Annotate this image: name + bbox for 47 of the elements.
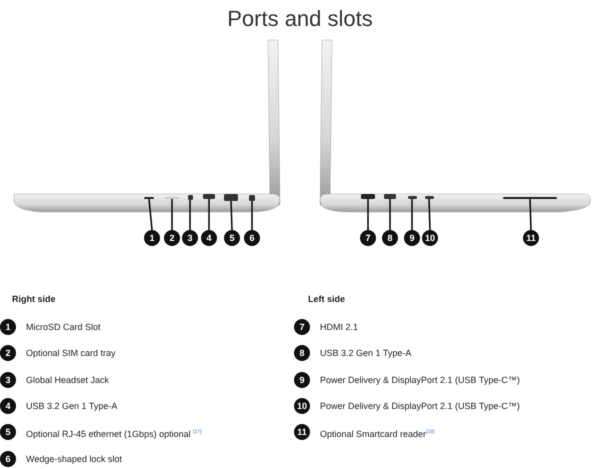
leader-line [411, 199, 413, 230]
callout-number: 1 [144, 230, 160, 246]
leader-line [171, 199, 173, 230]
port-description: Optional Smartcard reader$^{[28]}$ [320, 428, 434, 440]
section-heading: Right side [12, 294, 56, 304]
leader-line [251, 201, 253, 230]
port-description: Power Delivery & DisplayPort 2.1 (USB Type-C™) [320, 400, 520, 412]
callout-number: 10 [294, 398, 310, 414]
callout-number: 11 [294, 424, 310, 440]
callout-number: 5 [0, 424, 16, 440]
leader-line [230, 200, 233, 230]
port-description: MicroSD Card Slot [26, 321, 101, 333]
port-description: USB 3.2 Gen 1 Type-A [320, 347, 412, 360]
leader-line [208, 199, 210, 230]
leader-line [148, 198, 153, 230]
callout-number: 4 [201, 230, 217, 246]
port-description: Global Headset Jack [26, 374, 110, 386]
port-description: USB 3.2 Gen 1 Type-A [26, 400, 118, 412]
callout-number: 2 [0, 345, 16, 362]
port-description: Optional SIM card tray [26, 347, 116, 360]
callout-number: 9 [404, 230, 420, 246]
title: Ports and slots [226, 6, 374, 32]
callout-number: 6 [0, 450, 16, 466]
callout-number: 8 [294, 345, 310, 362]
leader-line [189, 200, 191, 230]
callout-number: 9 [294, 372, 310, 388]
callout-number: 11 [523, 230, 539, 246]
callout-number: 5 [224, 230, 240, 246]
port-description: Power Delivery & DisplayPort 2.1 (USB Type-C™) [320, 374, 520, 386]
leader-line [389, 199, 391, 230]
callout-number: 1 [0, 319, 16, 335]
callout-number: 6 [244, 230, 260, 246]
callout-number: 2 [164, 230, 180, 246]
callout-number: 10 [422, 230, 438, 246]
callout-number: 7 [360, 230, 376, 246]
callout-number: 7 [294, 319, 310, 335]
section-heading: Left side [308, 294, 346, 304]
leader-line [529, 198, 532, 230]
leader-line [367, 199, 369, 230]
callout-number: 4 [0, 398, 16, 414]
port-description: Optional RJ-45 ethernet (1Gbps) optional $^{[27]}$ [26, 428, 202, 440]
callout-number: 3 [182, 230, 198, 246]
leader-line [428, 198, 431, 230]
callout-number: 3 [0, 372, 16, 388]
port-description: Wedge-shaped lock slot [26, 452, 122, 464]
callout-number: 8 [382, 230, 398, 246]
port-description: HDMI 2.1 [320, 321, 358, 333]
